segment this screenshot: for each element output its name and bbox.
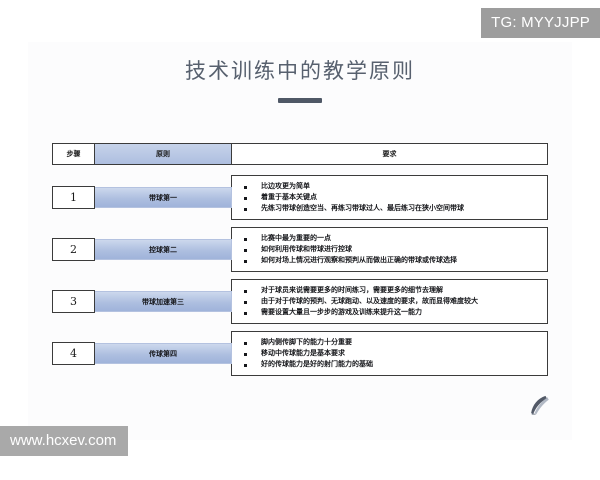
requirement-text: 好的传球能力是好的射门能力的基础 <box>261 361 373 368</box>
principle-label: 带球第一 <box>94 187 232 208</box>
requirement-cell: 比边攻更为简单 着重于基本关键点 先练习带球创造空当、再练习带球过人、最后练习在… <box>231 175 548 220</box>
requirement-bullet: 如何利用传球和带球进行控球 <box>242 244 541 255</box>
table-row: 1 带球第一 比边攻更为简单 着重于基本关键点 先练习带球创造空当、再练习带球过… <box>52 175 548 220</box>
requirement-text: 如何利用传球和带球进行控球 <box>261 246 352 253</box>
requirement-bullet: 好的传球能力是好的射门能力的基础 <box>242 359 541 370</box>
requirement-bullet: 先练习带球创造空当、再练习带球过人、最后练习在狭小空间带球 <box>242 203 541 214</box>
requirement-cell: 对于球员来说需要更多的时间练习，需要更多的细节去理解 由于对于传球的预判、无球跑… <box>231 279 548 324</box>
requirement-bullet: 需要设置大量且一步步的游戏及训练来提升这一能力 <box>242 307 541 318</box>
step-number: 2 <box>52 238 95 261</box>
table-row: 2 控球第二 比赛中最为重要的一点 如何利用传球和带球进行控球 如何对场上情况进… <box>52 227 548 272</box>
requirement-bullet: 如何对场上情况进行观察和预判从而做出正确的带球或传球选择 <box>242 255 541 266</box>
requirement-bullet: 脚内侧传脚下的能力十分重要 <box>242 337 541 348</box>
principles-table: 步骤 原则 要求 1 带球第一 比边攻更为简单 着重于基本关键点 <box>52 143 548 383</box>
requirement-bullet: 比赛中最为重要的一点 <box>242 233 541 244</box>
bullet-square-icon <box>244 301 247 304</box>
requirement-text: 需要设置大量且一步步的游戏及训练来提升这一能力 <box>261 309 422 316</box>
requirement-text: 着重于基本关键点 <box>261 194 317 201</box>
step-number: 1 <box>52 186 95 209</box>
column-header-requirement: 要求 <box>231 143 548 165</box>
requirement-text: 脚内侧传脚下的能力十分重要 <box>261 339 352 346</box>
requirement-text: 如何对场上情况进行观察和预判从而做出正确的带球或传球选择 <box>261 257 457 264</box>
column-header-principle: 原则 <box>94 143 232 165</box>
requirement-cell: 脚内侧传脚下的能力十分重要 移动中传球能力是基本要求 好的传球能力是好的射门能力… <box>231 331 548 376</box>
principle-label: 带球加速第三 <box>94 291 232 312</box>
bullet-square-icon <box>244 186 247 189</box>
requirement-text: 先练习带球创造空当、再练习带球过人、最后练习在狭小空间带球 <box>261 205 464 212</box>
bullet-square-icon <box>244 208 247 211</box>
url-watermark: www.hcxev.com <box>0 426 129 456</box>
requirement-bullet: 移动中传球能力是基本要求 <box>242 348 541 359</box>
requirement-text: 比赛中最为重要的一点 <box>261 235 331 242</box>
requirement-bullet: 对于球员来说需要更多的时间练习，需要更多的细节去理解 <box>242 285 541 296</box>
bullet-square-icon <box>244 249 247 252</box>
telegram-watermark: TG: MYYJJPP <box>481 8 600 38</box>
bullet-square-icon <box>244 197 247 200</box>
bullet-square-icon <box>244 364 247 367</box>
bullet-square-icon <box>244 312 247 315</box>
feather-logo-icon <box>531 395 549 415</box>
table-header-row: 步骤 原则 要求 <box>52 143 548 165</box>
step-number: 4 <box>52 342 95 365</box>
requirement-cell: 比赛中最为重要的一点 如何利用传球和带球进行控球 如何对场上情况进行观察和预判从… <box>231 227 548 272</box>
bullet-square-icon <box>244 353 247 356</box>
principle-label: 传球第四 <box>94 343 232 364</box>
principle-label: 控球第二 <box>94 239 232 260</box>
bullet-square-icon <box>244 342 247 345</box>
title-block: 技术训练中的教学原则 <box>28 59 572 104</box>
page-title: 技术训练中的教学原则 <box>185 59 415 83</box>
table-row: 3 带球加速第三 对于球员来说需要更多的时间练习，需要更多的细节去理解 由于对于… <box>52 279 548 324</box>
requirement-text: 比边攻更为简单 <box>261 183 310 190</box>
title-underline-rule <box>278 98 322 104</box>
bullet-square-icon <box>244 260 247 263</box>
column-header-step: 步骤 <box>52 143 95 165</box>
bullet-square-icon <box>244 290 247 293</box>
step-number: 3 <box>52 290 95 313</box>
requirement-bullet: 由于对于传球的预判、无球跑动、以及速度的要求，故而显得难度较大 <box>242 296 541 307</box>
table-row: 4 传球第四 脚内侧传脚下的能力十分重要 移动中传球能力是基本要求 好的传球能力… <box>52 331 548 376</box>
requirement-bullet: 比边攻更为简单 <box>242 181 541 192</box>
requirement-text: 移动中传球能力是基本要求 <box>261 350 345 357</box>
requirement-text: 对于球员来说需要更多的时间练习，需要更多的细节去理解 <box>261 287 443 294</box>
requirement-bullet: 着重于基本关键点 <box>242 192 541 203</box>
bullet-square-icon <box>244 238 247 241</box>
slide-canvas: 技术训练中的教学原则 步骤 原则 要求 1 带球第一 比边攻更为简单 <box>28 42 572 440</box>
requirement-text: 由于对于传球的预判、无球跑动、以及速度的要求，故而显得难度较大 <box>261 298 478 305</box>
